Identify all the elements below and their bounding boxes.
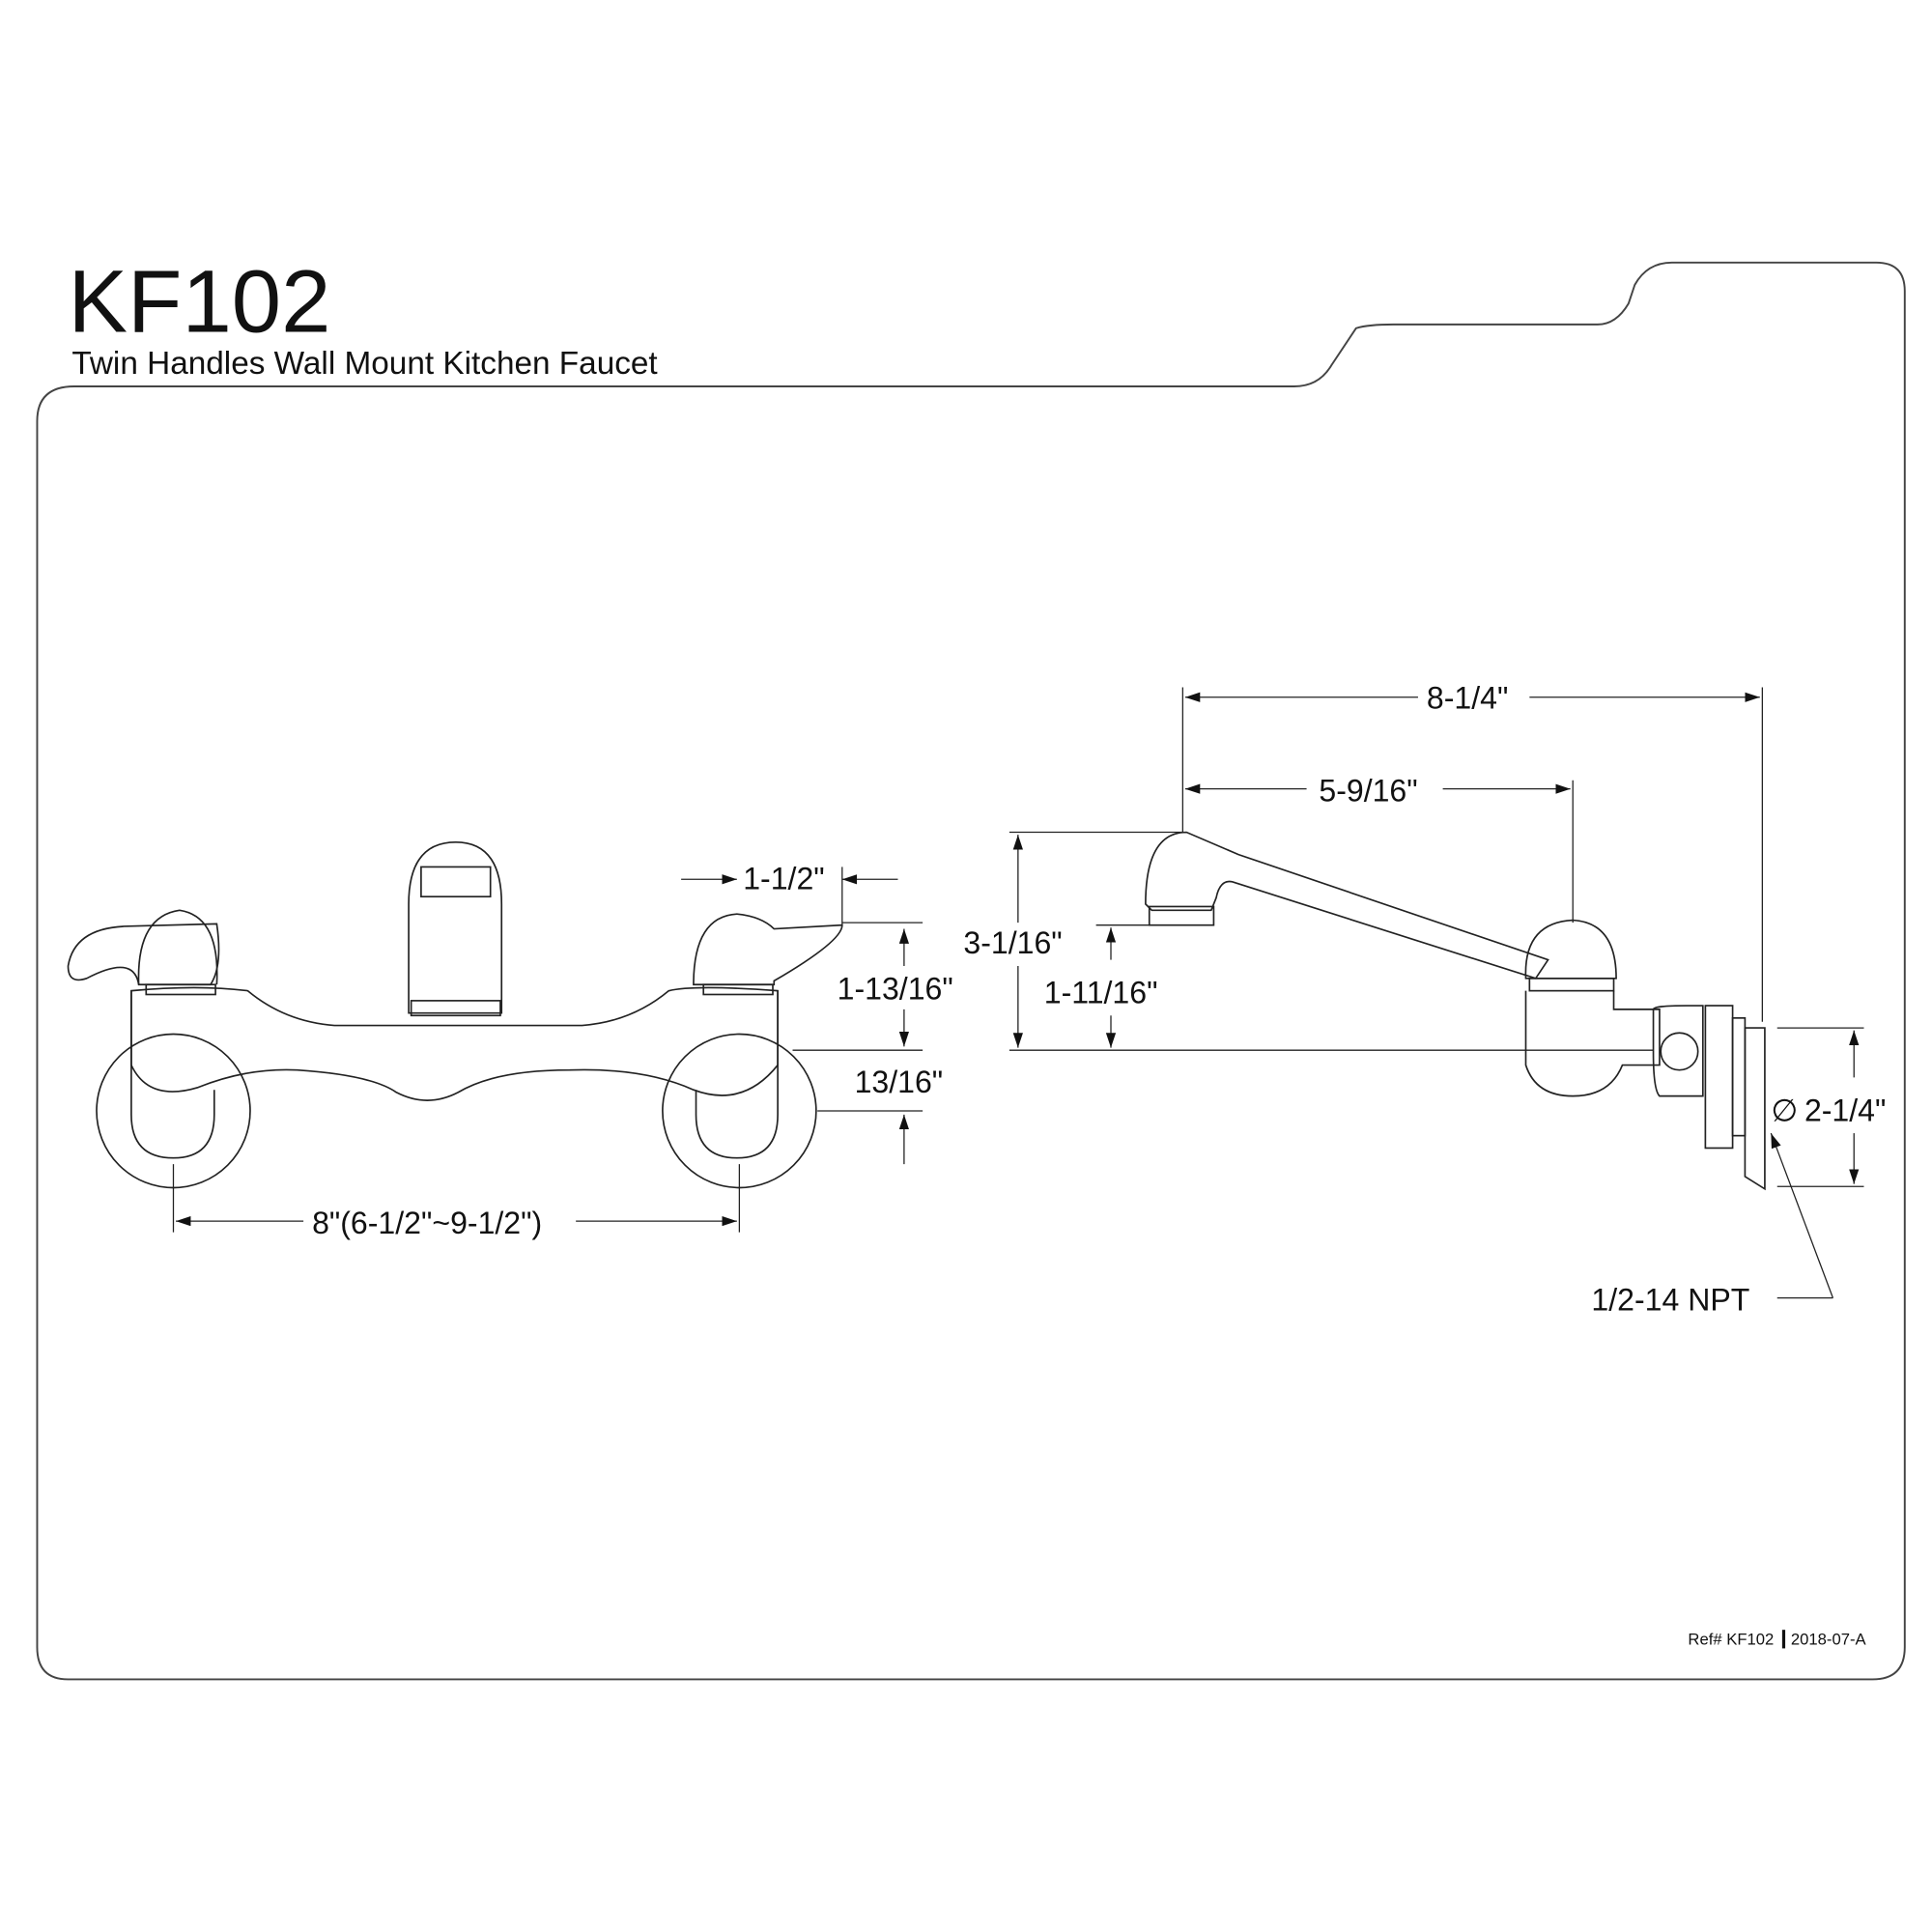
- footer-revision: 2018-07-A: [1791, 1631, 1867, 1649]
- footer-ref: Ref# KF102: [1688, 1631, 1774, 1649]
- dim-handle-width: 1-1/2": [743, 862, 824, 896]
- thread-callout: 1/2-14 NPT: [1591, 1282, 1749, 1317]
- dim-handle-height: 1-13/16": [838, 972, 953, 1007]
- front-view: 1-1/2" 1-13/16" 13/16" 8"(6-1/2"~9-1/2"): [67, 840, 953, 1240]
- side-view: 8-1/4" 5-9/16" 3-1/16" 1-11/16" ∅ 2-1/4"…: [963, 680, 1886, 1317]
- footer-separator: [1781, 1630, 1786, 1649]
- dim-center-spacing: 8"(6-1/2"~9-1/2"): [312, 1206, 542, 1240]
- diameter-symbol: ∅: [1771, 1093, 1798, 1127]
- drawing-frame: [36, 261, 1906, 1681]
- dim-overall-reach: 8-1/4": [1427, 680, 1508, 715]
- dim-body-to-center: 13/16": [855, 1065, 944, 1099]
- product-subtitle: Twin Handles Wall Mount Kitchen Faucet: [71, 346, 658, 382]
- model-title: KF102: [69, 251, 331, 352]
- dim-flange-diameter: 2-1/4": [1804, 1093, 1886, 1127]
- dim-outlet-height: 1-11/16": [1044, 975, 1158, 1009]
- dim-spout-height: 3-1/16": [963, 925, 1062, 960]
- dim-spout-reach: 5-9/16": [1319, 773, 1417, 808]
